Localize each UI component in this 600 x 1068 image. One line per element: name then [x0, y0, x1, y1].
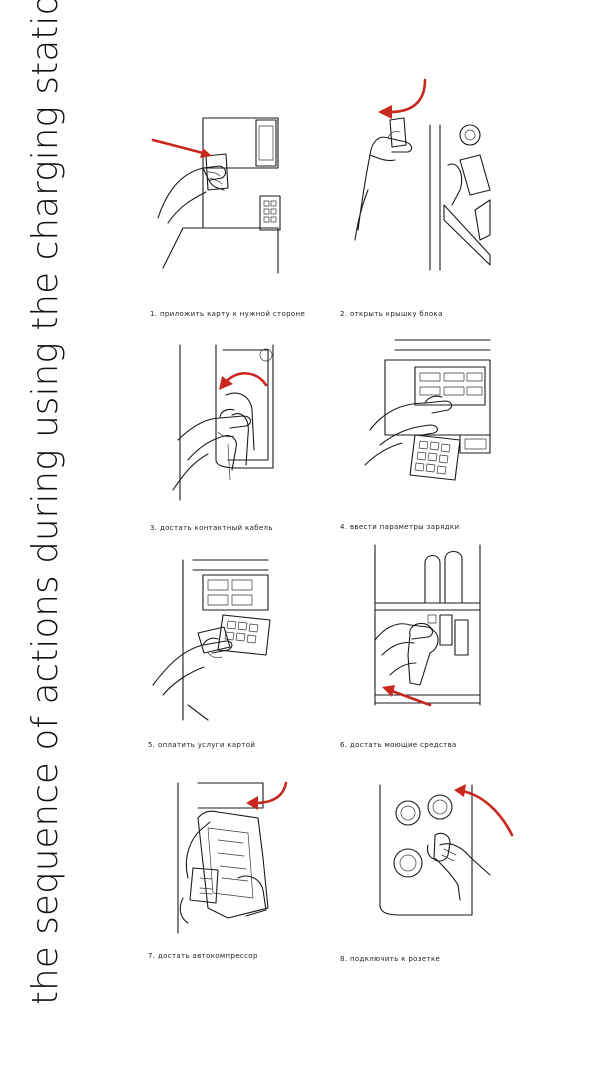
step-2-arrow: [390, 80, 425, 112]
step-5-illustration: [148, 555, 298, 725]
step-7-arrow: [256, 783, 286, 803]
step-1-caption: 1. приложить карту к нужной стороне: [150, 310, 305, 318]
step-4-caption: 4. ввести параметры зарядки: [340, 523, 459, 531]
step-7: 7. достать автокомпрессор: [148, 778, 318, 948]
page-title: the sequence of actions during using the…: [21, 85, 71, 1005]
step-3-arrow: [226, 373, 266, 385]
step-8-arrow: [462, 791, 512, 835]
step-4: 4. ввести параметры зарядки: [340, 335, 510, 505]
step-2-illustration: [340, 80, 490, 250]
step-4-illustration: [340, 335, 490, 505]
step-7-caption: 7. достать автокомпрессор: [148, 952, 258, 960]
step-6-caption: 6. достать моющие средства: [340, 741, 457, 749]
step-1-illustration: [148, 108, 298, 278]
step-6: 6. достать моющие средства: [340, 545, 510, 715]
step-3: 3. достать контактный кабель: [148, 340, 318, 510]
step-2: 2. открыть крышку блока: [340, 80, 510, 250]
step-8: 8. подключить к розетке: [340, 775, 510, 945]
step-3-illustration: [148, 340, 298, 510]
step-7-illustration: [148, 778, 298, 948]
step-5: 5. оплатить услуги картой: [148, 555, 318, 725]
step-8-caption: 8. подключить к розетке: [340, 955, 440, 963]
step-1-arrow: [153, 140, 203, 153]
step-5-caption: 5. оплатить услуги картой: [148, 741, 255, 749]
step-2-caption: 2. открыть крышку блока: [340, 310, 443, 318]
step-3-caption: 3. достать контактный кабель: [150, 524, 273, 532]
step-8-illustration: [340, 775, 490, 945]
step-1: 1. приложить карту к нужной стороне: [148, 108, 318, 278]
step-6-illustration: [340, 545, 490, 715]
